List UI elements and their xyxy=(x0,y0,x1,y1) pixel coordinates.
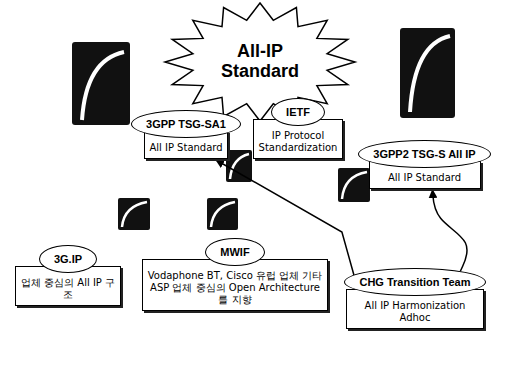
door-picture xyxy=(118,198,150,230)
group-title: IETF xyxy=(271,98,325,126)
starburst-node: All-IP Standard xyxy=(165,3,355,121)
group-body: Vodaphone BT, Cisco 유럽 업체 기타 ASP 업체 중심의 … xyxy=(142,259,328,311)
burst-title: All-IP Standard xyxy=(205,42,315,82)
door-picture xyxy=(72,42,130,125)
starburst-outline xyxy=(165,3,355,121)
group-panel: CHG Transition TeamAll IP Harmonization … xyxy=(340,268,490,329)
group-panel: MWIFVodaphone BT, Cisco 유럽 업체 기타 ASP 업체 … xyxy=(142,238,328,311)
group-panel: 3GPP TSG-SA1All IP Standard xyxy=(125,110,247,159)
group-title: 3GPP TSG-SA1 xyxy=(131,110,241,138)
group-title: MWIF xyxy=(205,238,264,266)
flow-arrow xyxy=(433,190,468,271)
group-title: CHG Transition Team xyxy=(344,268,485,296)
group-title: 3G.IP xyxy=(39,245,97,273)
door-picture xyxy=(338,168,370,202)
door-picture xyxy=(207,198,238,230)
group-panel: IETFIP Protocol Standardization xyxy=(252,98,344,159)
group-panel: 3GPP2 TSG-S All IPAll IP Standard xyxy=(352,140,497,189)
door-picture xyxy=(400,28,455,118)
group-panel: 3G.IP업체 중심의 All IP 구조 xyxy=(12,245,124,306)
group-title: 3GPP2 TSG-S All IP xyxy=(358,140,490,168)
door-picture xyxy=(226,150,252,182)
